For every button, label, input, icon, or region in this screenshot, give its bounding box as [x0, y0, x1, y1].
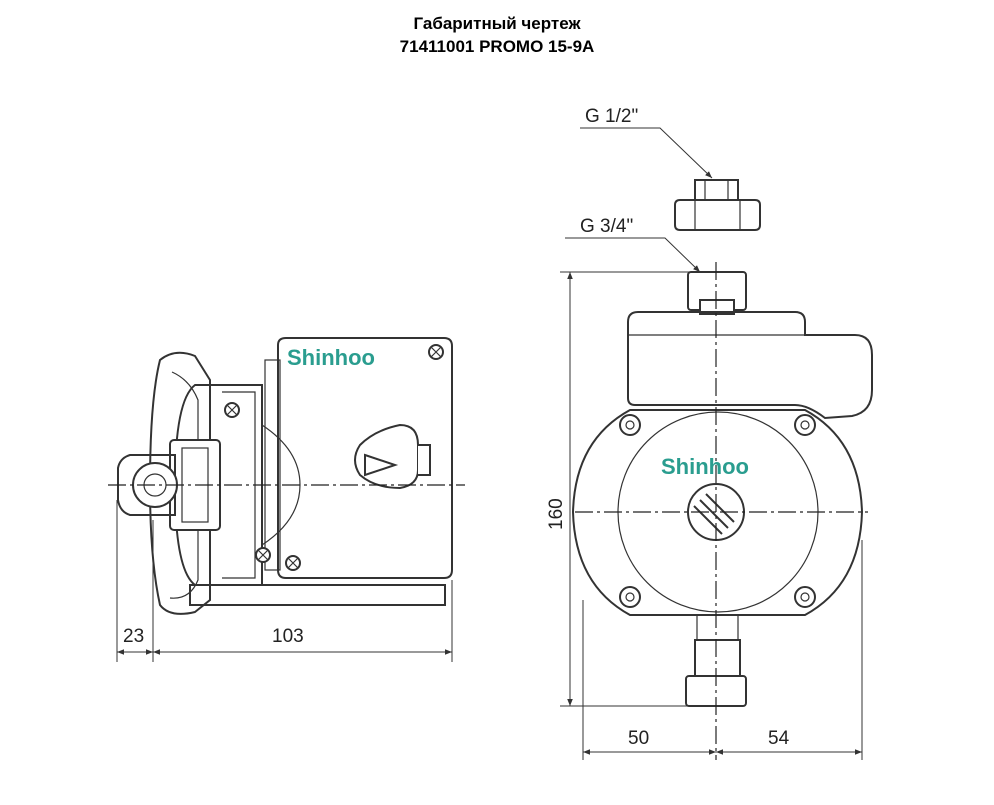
- dim-front-left: 50: [628, 728, 649, 749]
- screw-icon: [428, 344, 444, 360]
- callout-outlet-thread: G 1/2": [585, 106, 638, 127]
- screw-icon: [224, 402, 240, 418]
- dim-height: 160: [546, 498, 567, 530]
- screw-icon: [794, 414, 816, 436]
- screw-icon: [255, 547, 271, 563]
- adapter-nut: [674, 179, 761, 231]
- screw-icon: [619, 586, 641, 608]
- base: [189, 584, 446, 606]
- drawing-title: Габаритный чертеж: [413, 14, 581, 33]
- dim-side-inlet: 23: [123, 626, 144, 647]
- pump-body: [571, 409, 864, 616]
- screw-icon: [794, 586, 816, 608]
- pump-cover: [148, 351, 211, 615]
- brand-logo: Shinhoo: [287, 345, 375, 370]
- inlet-pipe: [117, 454, 176, 516]
- terminal-box: [627, 311, 873, 420]
- dim-front-right: 54: [768, 728, 790, 749]
- side-view: Shinhoo 23 103: [108, 337, 465, 662]
- inlet-neck: [694, 639, 741, 677]
- screw-icon: [285, 555, 301, 571]
- control-box: [277, 337, 453, 579]
- front-brand-logo: Shinhoo: [661, 454, 749, 479]
- screw-icon: [619, 414, 641, 436]
- callout-inlet-thread: G 3/4": [580, 216, 633, 237]
- front-view: G 1/2" G 3/4" Shinhoo: [546, 106, 873, 760]
- model-number: 71411001 PROMO 15-9A: [399, 37, 595, 56]
- speed-knob-icon: [354, 423, 431, 490]
- dim-side-length: 103: [272, 626, 304, 647]
